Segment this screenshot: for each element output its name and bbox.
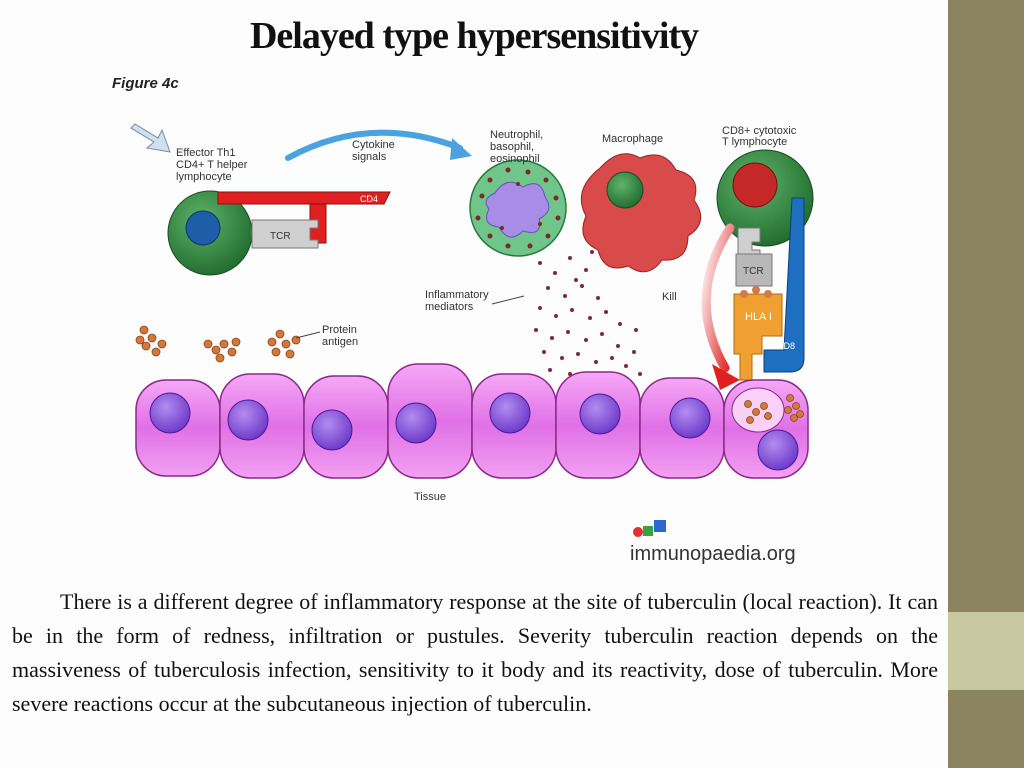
hla-molecule: HLA I (733, 286, 783, 381)
sidebar-accent (948, 612, 1024, 690)
th1-cell (167, 190, 253, 276)
logo-text: immunopaedia.org (630, 543, 796, 565)
tcr2-label: TCR (743, 266, 764, 277)
inflammatory-mediators (534, 250, 642, 386)
kill-label: Kill (662, 291, 677, 303)
cd8-label: CD8 (777, 341, 795, 351)
cd8-coreceptor: CD8 (763, 197, 805, 373)
cd4-label: CD4 (360, 194, 378, 204)
inflammatory-label: Inflammatory mediators (425, 289, 492, 313)
hla-label: HLA I (745, 311, 772, 323)
body-text: There is a different degree of inflammat… (12, 589, 938, 716)
tcr-receptor-th1: TCR (251, 219, 319, 249)
neutrophil-label: Neutrophil, basophil, eosinophil (490, 129, 546, 165)
inflammatory-pointer (491, 295, 525, 305)
dth-diagram: Figure 4c Effector Th1 CD4+ T helper lym… (112, 75, 814, 565)
neutrophil-cell (469, 159, 567, 257)
cytokine-arrow (285, 129, 463, 161)
cd8-cell-label: CD8+ cytotoxic T lymphocyte (722, 125, 799, 148)
figure-label: Figure 4c (112, 75, 179, 92)
immunopaedia-logo: immunopaedia.org (630, 520, 796, 565)
kill-arrow (701, 223, 740, 390)
protein-label: Protein antigen (322, 324, 360, 348)
protein-pointer (295, 331, 321, 339)
figure: Figure 4c Effector Th1 CD4+ T helper lym… (100, 68, 860, 578)
protein-antigen (135, 325, 301, 363)
macrophage-cell (580, 153, 702, 273)
tissue (135, 363, 809, 479)
page-title: Delayed type hypersensitivity (249, 15, 699, 57)
tcr-receptor-cd8: TCR (735, 227, 773, 287)
cd8-cytotoxic-cell (716, 149, 814, 247)
macrophage-label: Macrophage (602, 133, 663, 145)
tcr-label: TCR (270, 231, 291, 242)
pointer-arrow-icon (130, 123, 171, 153)
cytokine-arrow-head-icon (450, 138, 472, 160)
tissue-label: Tissue (414, 491, 446, 503)
effector-label: Effector Th1 CD4+ T helper lymphocyte (176, 147, 251, 183)
cytokine-label: Cytokine signals (352, 139, 398, 163)
